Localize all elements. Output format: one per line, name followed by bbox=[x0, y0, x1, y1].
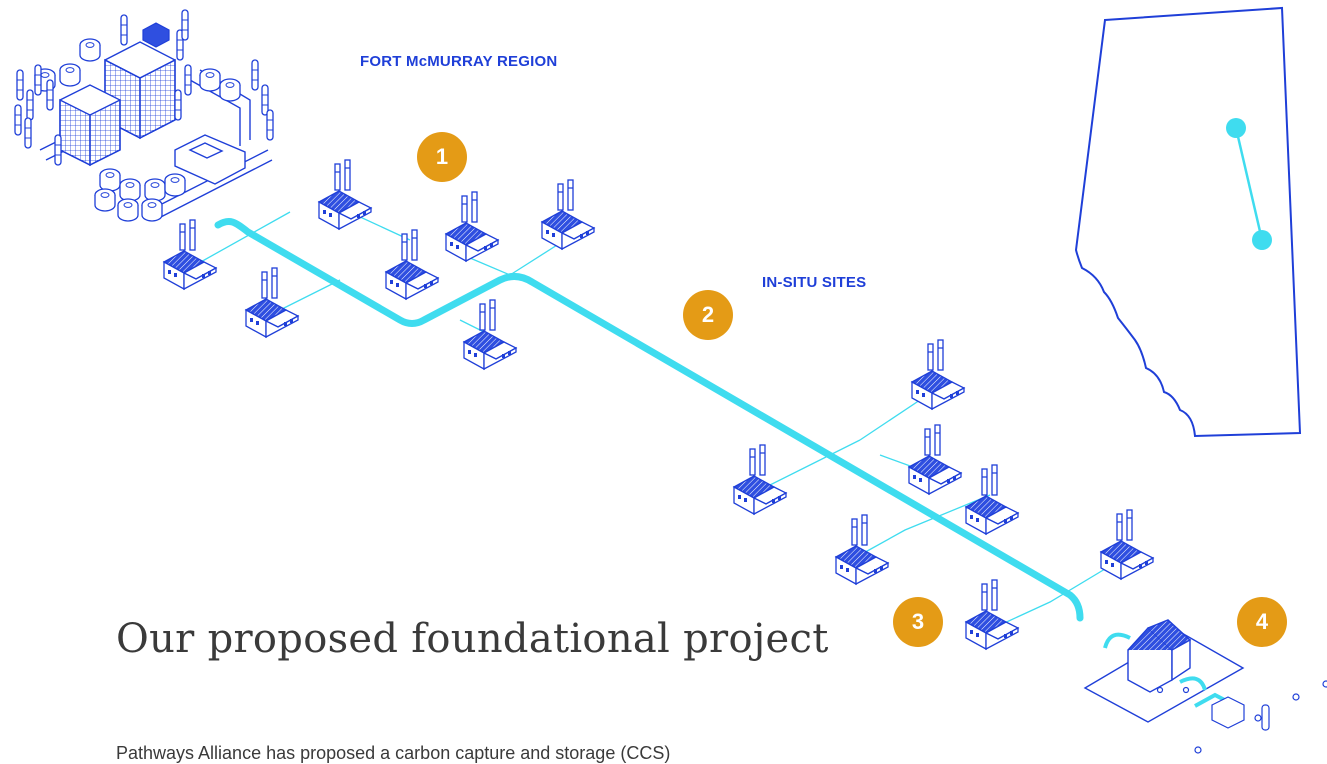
in-situ-sites-label: IN-SITU SITES bbox=[762, 274, 867, 291]
storage-hub-icon bbox=[1083, 619, 1327, 754]
oil-sands-facility-icon bbox=[14, 9, 274, 222]
factory-icon bbox=[908, 424, 962, 495]
alberta-map bbox=[1074, 6, 1302, 438]
factory-icon bbox=[245, 267, 299, 338]
pipeline bbox=[214, 218, 1084, 622]
factory-icon bbox=[541, 179, 595, 250]
factory-icon bbox=[965, 579, 1019, 650]
factory-icon bbox=[911, 339, 965, 410]
factory-icon bbox=[733, 444, 787, 515]
factory-icon bbox=[1100, 509, 1154, 580]
step-badge-3: 3 bbox=[893, 597, 943, 647]
factory-icon bbox=[463, 299, 517, 370]
factory-icon bbox=[445, 191, 499, 262]
fort-mcmurray-label: FORT McMURRAY REGION bbox=[360, 53, 558, 70]
step-badge-4: 4 bbox=[1237, 597, 1287, 647]
step-badge-1: 1 bbox=[417, 132, 467, 182]
factory-icon bbox=[835, 514, 889, 585]
step-badge-2: 2 bbox=[683, 290, 733, 340]
intro-text: Pathways Alliance has proposed a carbon … bbox=[116, 743, 671, 763]
factory-icon bbox=[965, 464, 1019, 535]
connector-lines bbox=[189, 209, 1121, 626]
factory-icon bbox=[385, 229, 439, 300]
factory-icon bbox=[163, 219, 217, 290]
page-title: Our proposed foundational project bbox=[116, 616, 829, 662]
